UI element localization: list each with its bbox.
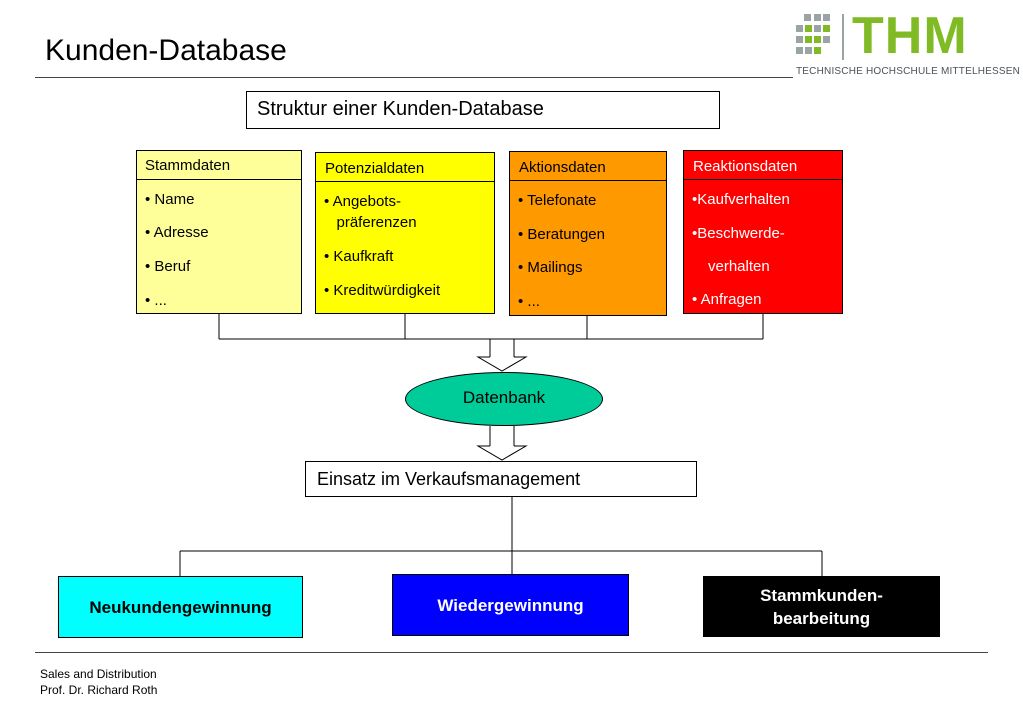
header-divider [35, 77, 793, 78]
category-box-stammdaten [136, 150, 302, 314]
target-label-neukundengewinnung: Neukundengewinnung [89, 597, 272, 617]
category-item: • Beruf [145, 258, 191, 275]
footer-author: Prof. Dr. Richard Roth [40, 683, 158, 697]
category-item: • Beratungen [518, 226, 605, 243]
category-item: • Mailings [518, 259, 583, 276]
structure-title-box [246, 91, 720, 129]
category-divider [136, 179, 302, 180]
category-item: • Name [145, 191, 195, 208]
target-box-neukundengewinnung: Neukundengewinnung [58, 576, 303, 638]
category-title-potenzialdaten: Potenzialdaten [325, 160, 425, 177]
database-label: Datenbank [462, 388, 546, 407]
category-item: • ... [145, 292, 167, 309]
footer-divider [35, 652, 988, 653]
logo-wordmark: THM [852, 7, 968, 65]
usage-box [305, 461, 697, 497]
page-title: Kunden-Database [45, 34, 287, 67]
category-box-potenzialdaten [315, 152, 495, 314]
category-item: • Angebots- [324, 193, 401, 210]
category-box-reaktionsdaten [683, 150, 843, 314]
category-item: • Anfragen [692, 291, 762, 308]
structure-title: Struktur einer Kunden-Database [257, 98, 544, 120]
category-divider [315, 181, 495, 182]
category-item: • ... [518, 293, 540, 310]
category-item: • Kaufkraft [324, 248, 394, 265]
target-label-stammkundenbearbeitung: Stammkunden- bearbeitung [760, 585, 883, 628]
footer-course: Sales and Distribution [40, 667, 157, 681]
logo-separator [842, 14, 844, 60]
usage-label: Einsatz im Verkaufsmanagement [317, 469, 581, 489]
category-item: verhalten [708, 258, 770, 275]
category-title-reaktionsdaten: Reaktionsdaten [693, 158, 798, 175]
database-ellipse [405, 372, 603, 426]
category-item: • Telefonate [518, 192, 597, 209]
category-title-aktionsdaten: Aktionsdaten [519, 159, 606, 176]
category-item: •Kaufverhalten [692, 191, 790, 208]
target-box-stammkundenbearbeitung: Stammkunden- bearbeitung [703, 576, 940, 637]
category-divider [683, 179, 843, 180]
target-label-wiedergewinnung: Wiedergewinnung [437, 595, 584, 615]
category-item: • Kreditwürdigkeit [324, 282, 441, 299]
logo-dot-grid-icon [796, 14, 830, 54]
category-divider [509, 180, 667, 181]
category-title-stammdaten: Stammdaten [145, 157, 231, 174]
category-item: • Adresse [145, 224, 209, 241]
category-box-aktionsdaten [509, 151, 667, 316]
target-box-wiedergewinnung: Wiedergewinnung [392, 574, 629, 636]
category-item: präferenzen [324, 214, 417, 231]
logo-subtitle: TECHNISCHE HOCHSCHULE MITTELHESSEN [796, 66, 1021, 77]
category-item: •Beschwerde- [692, 225, 785, 242]
